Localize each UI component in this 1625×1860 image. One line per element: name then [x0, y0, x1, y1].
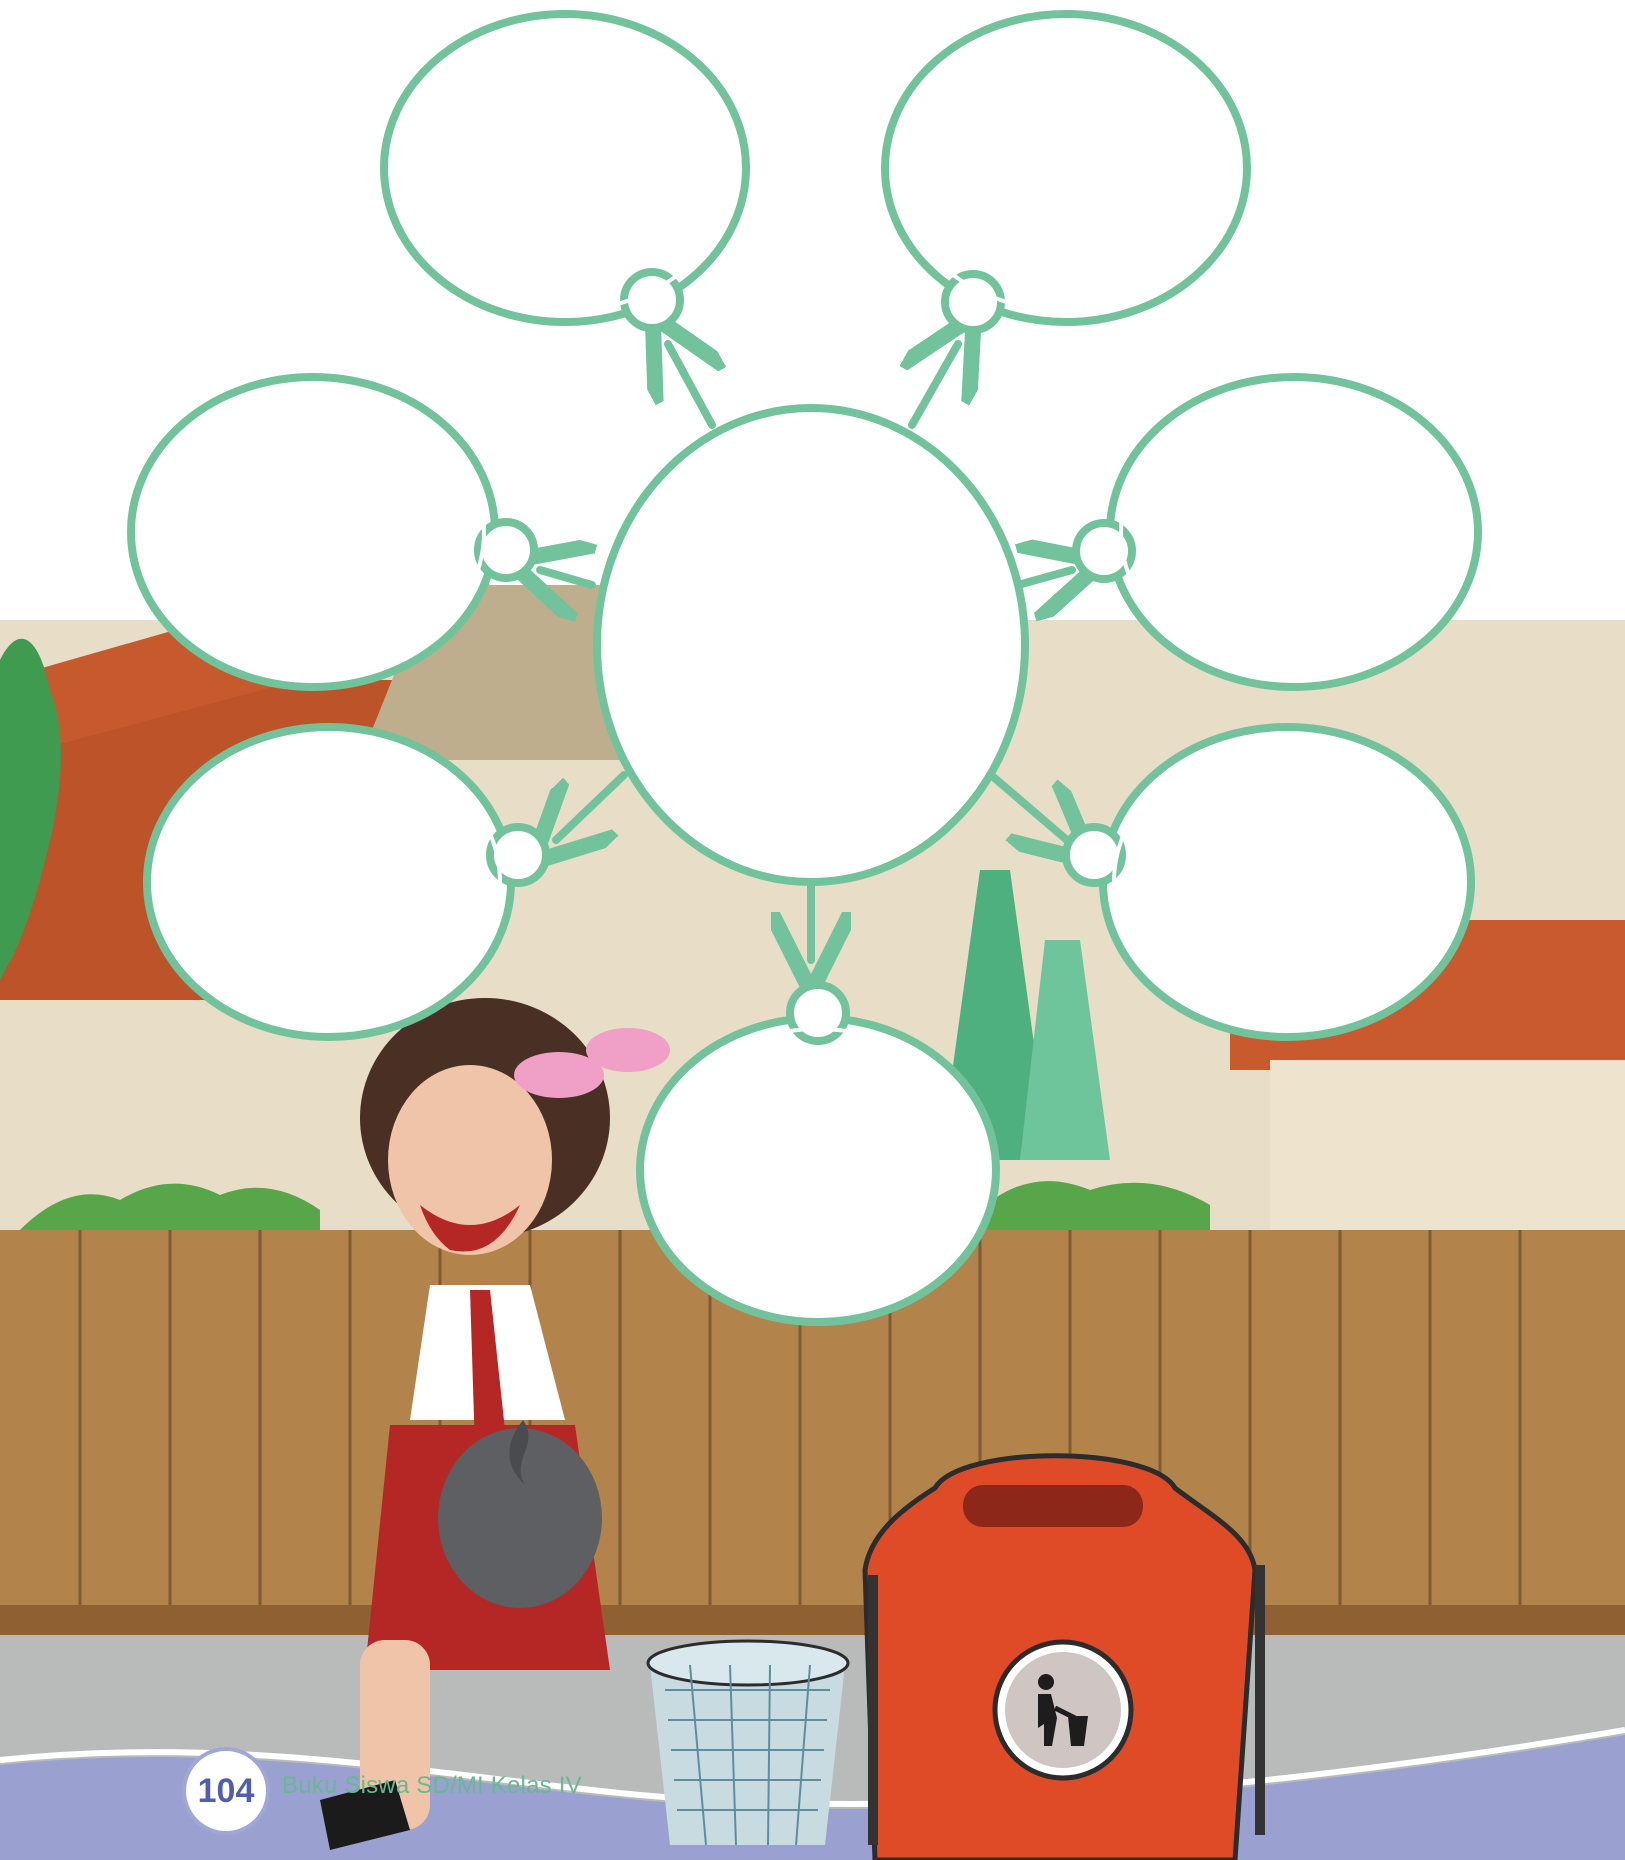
- orange-trash-bin: [865, 1456, 1265, 1860]
- center-circle: [597, 408, 1025, 882]
- bubble-top-right: [885, 14, 1247, 330]
- book-title: Buku Siswa SD/MI Kelas IV: [282, 1771, 582, 1801]
- arrow-to-right: [1018, 570, 1072, 585]
- page-number: 104: [182, 1747, 270, 1835]
- arrow-to-top-left: [668, 344, 712, 425]
- arrow-to-left: [540, 570, 592, 585]
- arrow-to-top-right: [912, 344, 958, 425]
- small-basket: [648, 1641, 848, 1845]
- bubble-top-left: [384, 14, 746, 328]
- trash-sign-icon: [995, 1642, 1131, 1778]
